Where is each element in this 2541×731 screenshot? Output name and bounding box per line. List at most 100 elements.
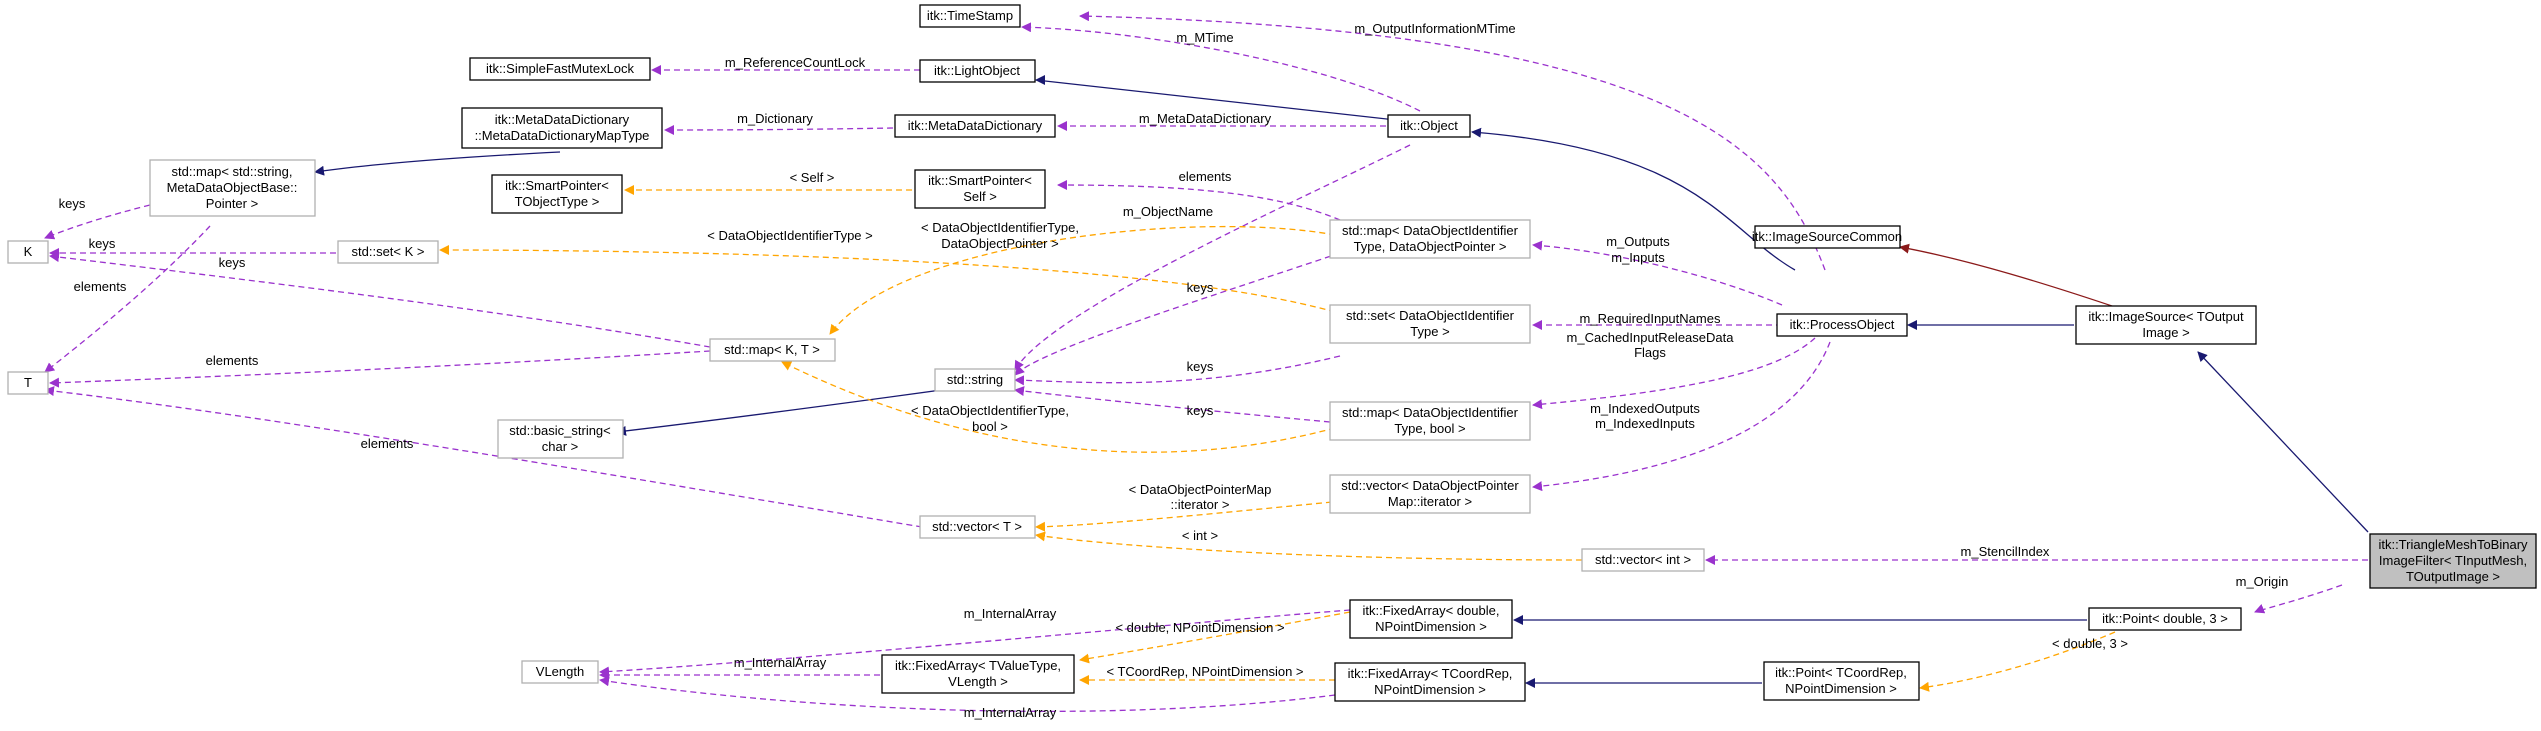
node-vector-dataobj-label-1: Map::iterator > — [1388, 494, 1472, 509]
node-smartptr-tobject[interactable]: itk::SmartPointer< TObjectType > — [491, 174, 623, 214]
node-smartptr-self[interactable]: itk::SmartPointer< Self > — [914, 169, 1046, 209]
node-fixedarray-tvalue-label-0: itk::FixedArray< TValueType, — [895, 658, 1061, 673]
label-m-cachedinput-1: Flags — [1634, 345, 1666, 360]
node-map-dataobj-bool[interactable]: std::map< DataObjectIdentifier Type, boo… — [1329, 401, 1531, 441]
label-elements-t1: elements — [74, 279, 127, 294]
node-object-label: itk::Object — [1400, 118, 1458, 133]
label-m-internalarray3: m_InternalArray — [964, 705, 1057, 720]
node-map-string-meta-label-1: MetaDataObjectBase:: — [167, 180, 298, 195]
node-fixedarray-tvalue[interactable]: itk::FixedArray< TValueType, VLength > — [881, 654, 1075, 694]
node-map-dataobj-ptr-label-1: Type, DataObjectPointer > — [1354, 239, 1507, 254]
node-vector-int-label: std::vector< int > — [1595, 552, 1691, 567]
label-self-tmpl: < Self > — [790, 170, 835, 185]
label-m-cachedinput-0: m_CachedInputReleaseData — [1567, 330, 1735, 345]
label-keys-str2: keys — [1187, 359, 1214, 374]
label-dataobjptrmap-tmpl-1: ::iterator > — [1171, 497, 1230, 512]
node-set-dataobj-label-1: Type > — [1410, 324, 1449, 339]
node-fixedarray-double[interactable]: itk::FixedArray< double, NPointDimension… — [1349, 599, 1513, 639]
edge-mapkt-mapdataobj — [829, 225, 1336, 335]
node-imagesourcecommon[interactable]: itk::ImageSourceCommon — [1752, 225, 1902, 249]
label-m-metadatadictionary: m_MetaDataDictionary — [1139, 111, 1272, 126]
label-dataobj-bool-tmpl-0: < DataObjectIdentifierType, — [911, 403, 1069, 418]
edge-lightobject-object — [1035, 75, 1406, 122]
node-vlength[interactable]: VLength — [521, 660, 599, 684]
node-point-double-label: itk::Point< double, 3 > — [2102, 611, 2228, 626]
node-point-tcoord[interactable]: itk::Point< TCoordRep, NPointDimension > — [1763, 661, 1920, 701]
node-set-dataobj-label-0: std::set< DataObjectIdentifier — [1346, 308, 1515, 323]
node-set-k[interactable]: std::set< K > — [337, 240, 439, 264]
node-map-string-meta-label-0: std::map< std::string, — [171, 164, 292, 179]
node-fixedarray-tcoord-label-0: itk::FixedArray< TCoordRep, — [1348, 666, 1513, 681]
label-m-outputinfomtime: m_OutputInformationMTime — [1354, 21, 1515, 36]
node-lightobject-label: itk::LightObject — [934, 63, 1020, 78]
node-k-label: K — [24, 244, 33, 259]
edge-timestamp-object — [1021, 22, 1421, 112]
node-string[interactable]: std::string — [934, 368, 1016, 392]
edge-string-mapdataobjbool — [1014, 386, 1331, 423]
edge-imagesourcecommon-imagesource — [1899, 243, 2125, 311]
node-processobject[interactable]: itk::ProcessObject — [1776, 313, 1908, 337]
node-map-kt[interactable]: std::map< K, T > — [709, 338, 836, 362]
node-mutexlock[interactable]: itk::SimpleFastMutexLock — [469, 57, 651, 81]
node-map-dataobj-ptr-label-0: std::map< DataObjectIdentifier — [1342, 223, 1519, 238]
node-focus[interactable]: itk::TriangleMeshToBinary ImageFilter< T… — [2369, 533, 2537, 589]
node-k[interactable]: K — [7, 240, 49, 264]
label-elements-t2: elements — [206, 353, 259, 368]
nodes: itk::TimeStamp itk::LightObject itk::Sim… — [7, 4, 2537, 702]
node-map-dataobj-bool-label-0: std::map< DataObjectIdentifier — [1342, 405, 1519, 420]
node-imagesource-label-0: itk::ImageSource< TOutput — [2088, 309, 2244, 324]
node-focus-label-1: ImageFilter< TInputMesh, — [2379, 553, 2527, 568]
node-imagesource[interactable]: itk::ImageSource< TOutput Image > — [2075, 305, 2257, 345]
edge-mapkt-mapdataobjbool — [781, 361, 1336, 453]
node-map-string-meta[interactable]: std::map< std::string, MetaDataObjectBas… — [149, 159, 316, 217]
edge-vectort-vectorint — [1035, 531, 1583, 561]
edge-string-setdataobj — [1014, 355, 1341, 386]
edge-vectordataobj-processobject — [1532, 341, 1831, 492]
label-m-mtime: m_MTime — [1176, 30, 1233, 45]
label-m-outputs-1: m_Inputs — [1611, 250, 1665, 265]
label-m-origin: m_Origin — [2236, 574, 2289, 589]
node-timestamp[interactable]: itk::TimeStamp — [919, 4, 1021, 28]
node-lightobject[interactable]: itk::LightObject — [919, 59, 1036, 83]
edge-timestamp-processobject — [1079, 11, 1826, 271]
node-string-label: std::string — [947, 372, 1003, 387]
label-m-outputs-0: m_Outputs — [1606, 234, 1670, 249]
node-metadictmap[interactable]: itk::MetaDataDictionary ::MetaDataDictio… — [461, 107, 663, 149]
edge-t-mapstring — [44, 225, 211, 373]
node-basic-string-label-0: std::basic_string< — [509, 423, 611, 438]
node-object[interactable]: itk::Object — [1387, 114, 1471, 138]
label-dataobjptrmap-tmpl-0: < DataObjectPointerMap — [1129, 482, 1272, 497]
label-double-npd-tmpl: < double, NPointDimension > — [1115, 620, 1284, 635]
label-dataobj-bool-tmpl-1: bool > — [972, 419, 1008, 434]
node-fixedarray-tvalue-label-1: VLength > — [948, 674, 1008, 689]
edge-mapdataobjbool-processobject — [1532, 337, 1816, 410]
label-elements-smartptr: elements — [1179, 169, 1232, 184]
node-basic-string[interactable]: std::basic_string< char > — [497, 419, 624, 459]
edge-metadictmap-mapstring — [314, 151, 561, 176]
node-vector-dataobj[interactable]: std::vector< DataObjectPointer Map::iter… — [1329, 474, 1531, 514]
edge-object-processobject — [1471, 127, 1796, 271]
node-metadict-label: itk::MetaDataDictionary — [908, 118, 1043, 133]
edge-vlength-fixedarraydouble — [599, 609, 1351, 677]
node-smartptr-tobject-label-1: TObjectType > — [515, 194, 600, 209]
edge-k-mapkt — [49, 252, 711, 348]
node-map-dataobj-ptr[interactable]: std::map< DataObjectIdentifier Type, Dat… — [1329, 219, 1531, 259]
node-t[interactable]: T — [7, 371, 49, 395]
node-vector-t[interactable]: std::vector< T > — [919, 515, 1036, 539]
label-m-indexed-0: m_IndexedOutputs — [1590, 401, 1700, 416]
node-set-dataobj[interactable]: std::set< DataObjectIdentifier Type > — [1329, 304, 1531, 344]
label-m-internalarray1: m_InternalArray — [964, 606, 1057, 621]
node-point-tcoord-label-0: itk::Point< TCoordRep, — [1775, 665, 1907, 680]
edge-labels: m_MTime m_OutputInformationMTime m_Refer… — [59, 21, 2289, 720]
node-metadict[interactable]: itk::MetaDataDictionary — [894, 114, 1056, 138]
label-keys-k2: keys — [89, 236, 116, 251]
node-smartptr-tobject-label-0: itk::SmartPointer< — [505, 178, 609, 193]
label-dataobjtype-tmpl: < DataObjectIdentifierType > — [707, 228, 872, 243]
node-fixedarray-tcoord[interactable]: itk::FixedArray< TCoordRep, NPointDimens… — [1334, 662, 1526, 702]
node-point-double[interactable]: itk::Point< double, 3 > — [2088, 607, 2242, 631]
label-dataobj-ptr-tmpl-0: < DataObjectIdentifierType, — [921, 220, 1079, 235]
node-vector-int[interactable]: std::vector< int > — [1581, 548, 1705, 572]
label-m-dictionary: m_Dictionary — [737, 111, 813, 126]
node-vector-t-label: std::vector< T > — [932, 519, 1022, 534]
node-fixedarray-double-label-1: NPointDimension > — [1375, 619, 1487, 634]
